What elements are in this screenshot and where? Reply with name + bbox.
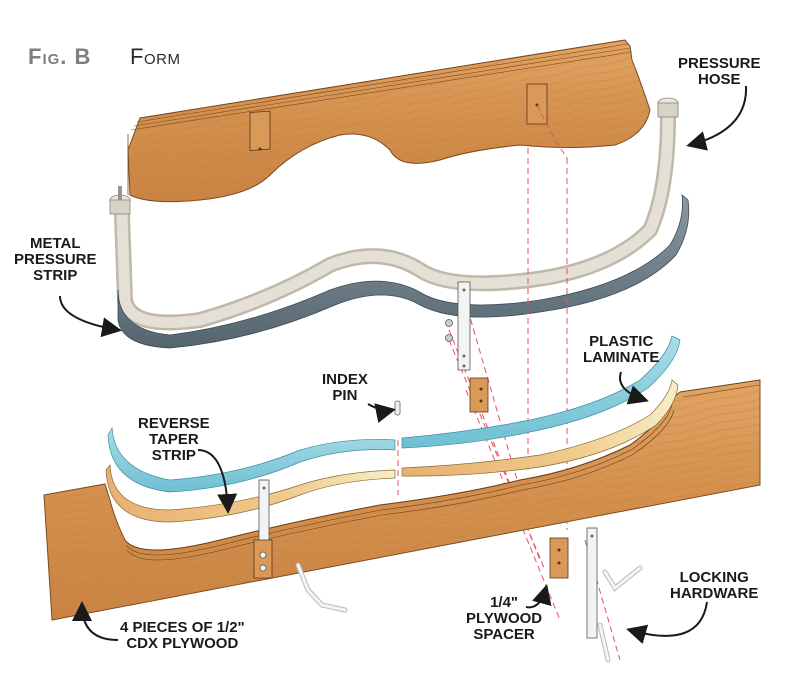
arrow-index-pin bbox=[367, 403, 396, 423]
arrow-pressure-hose bbox=[686, 85, 748, 151]
arrow-metal-pressure-strip bbox=[59, 295, 122, 338]
callout-line: CDX PLYWOOD bbox=[126, 635, 239, 652]
callout-line: INDEX bbox=[322, 371, 368, 388]
callout-line: STRIP bbox=[151, 447, 196, 464]
bottom-plywood-base bbox=[43, 379, 761, 621]
callout-line: HOSE bbox=[698, 71, 741, 88]
callout-arrows bbox=[59, 85, 748, 645]
callout-line: PLASTIC bbox=[589, 333, 654, 350]
callout-plywood-base: 4 PIECES OF 1/2" CDX PLYWOOD bbox=[120, 620, 245, 652]
upper-plywood-spacer bbox=[469, 377, 489, 413]
callout-line: 1/4" bbox=[490, 594, 519, 611]
callout-line: PLYWOOD bbox=[466, 610, 543, 627]
callout-line: 4 PIECES OF 1/2" bbox=[120, 619, 245, 636]
upper-hardware-bracket bbox=[445, 281, 489, 413]
callout-line: PRESSURE bbox=[678, 55, 761, 72]
callout-pressure-hose: PRESSURE HOSE bbox=[678, 56, 761, 88]
callout-line: HARDWARE bbox=[670, 585, 759, 602]
callout-index-pin: INDEX PIN bbox=[322, 372, 368, 404]
index-pin bbox=[394, 400, 401, 416]
callout-metal-pressure-strip: METAL PRESSURE STRIP bbox=[14, 236, 97, 284]
arrow-plywood-base bbox=[72, 601, 119, 641]
callout-line: PIN bbox=[332, 387, 358, 404]
metal-pressure-strip bbox=[117, 194, 690, 349]
callout-line: LAMINATE bbox=[583, 349, 660, 366]
callout-line: REVERSE bbox=[138, 415, 210, 432]
arrow-plywood-spacer bbox=[525, 584, 552, 609]
lower-hardware-bracket-right bbox=[549, 527, 598, 639]
arrow-locking-hardware bbox=[626, 601, 708, 645]
arrow-plastic-laminate bbox=[619, 371, 649, 405]
callout-reverse-taper-strip: REVERSE TAPER STRIP bbox=[138, 416, 210, 464]
callout-line: STRIP bbox=[33, 267, 78, 284]
callout-line: LOCKING bbox=[679, 569, 749, 586]
callout-line: TAPER bbox=[148, 431, 199, 448]
figure-label: Fig. B bbox=[28, 44, 92, 69]
callout-line: METAL bbox=[29, 235, 81, 252]
pressure-hose bbox=[109, 97, 679, 331]
reverse-taper-strip bbox=[105, 379, 679, 523]
plastic-laminate bbox=[107, 335, 681, 493]
callout-line: SPACER bbox=[473, 626, 535, 643]
top-form-block bbox=[127, 39, 651, 203]
lower-hardware-bracket-left bbox=[253, 479, 273, 579]
callout-plastic-laminate: PLASTIC LAMINATE bbox=[583, 334, 659, 366]
figure-title: Form bbox=[130, 44, 181, 69]
top-mount-plate-left bbox=[249, 110, 271, 151]
callout-locking-hardware: LOCKING HARDWARE bbox=[670, 570, 758, 602]
lower-plywood-spacer bbox=[549, 537, 569, 579]
locking-hardware bbox=[295, 562, 643, 663]
arrow-reverse-taper-strip bbox=[197, 449, 238, 514]
callout-line: PRESSURE bbox=[14, 251, 97, 268]
callout-plywood-spacer: 1/4" PLYWOOD SPACER bbox=[466, 595, 542, 643]
